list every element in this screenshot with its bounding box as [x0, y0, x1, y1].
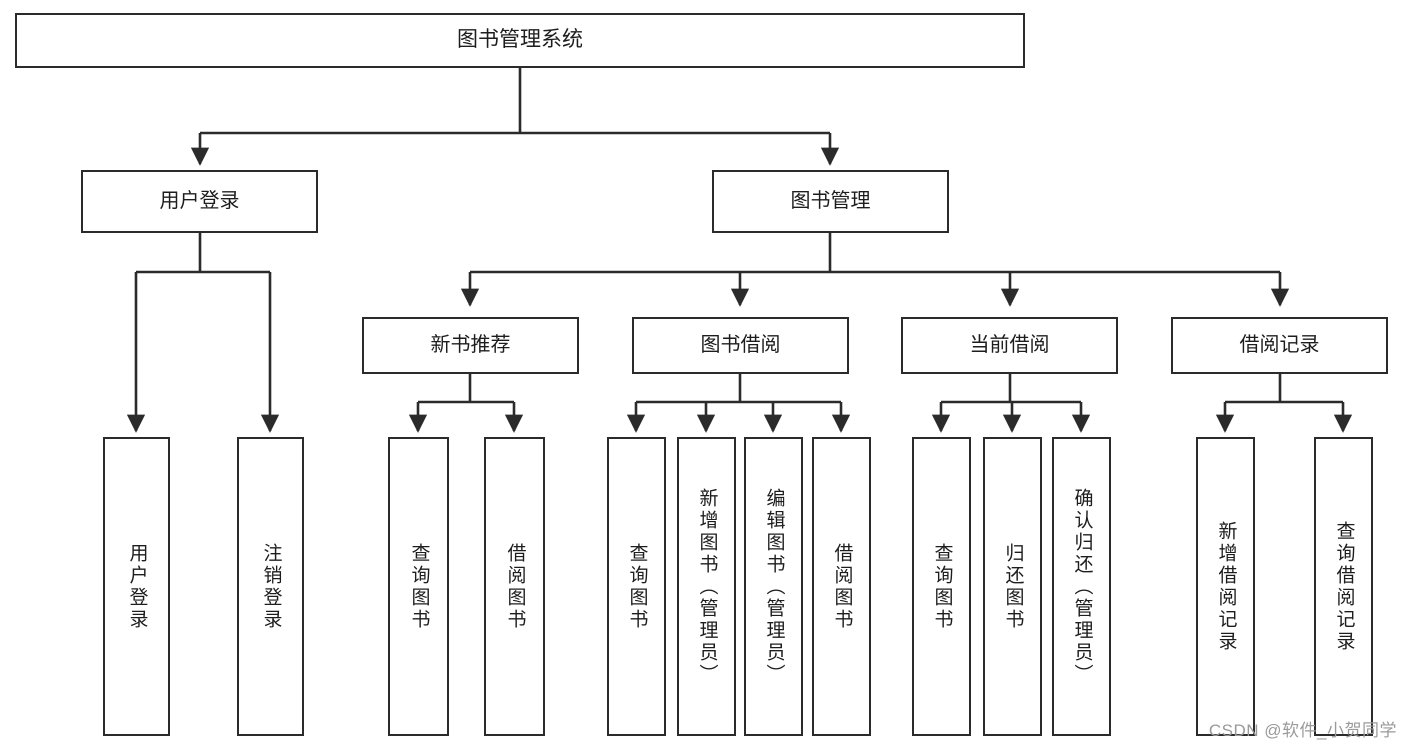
node-branch-user-login[interactable]: 用户登录 [81, 170, 318, 233]
node-leaf-query-book-3[interactable]: 查询图书 [912, 437, 971, 736]
node-branch-label: 用户登录 [159, 189, 240, 212]
node-leaf-query-borrow-record[interactable]: 查询借阅记录 [1314, 437, 1373, 736]
node-leaf-add-book-admin[interactable]: 新增图书（管理员） [677, 437, 736, 736]
node-leaf-label: 新增借阅记录 [1215, 520, 1237, 653]
csdn-watermark: CSDN @软件_小贺同学 [1208, 721, 1397, 740]
node-leaf-label: 用户登录 [126, 542, 148, 631]
node-subbranch-label: 图书借阅 [700, 333, 781, 356]
node-root-label: 图书管理系统 [457, 28, 583, 52]
node-subbranch-book-borrow[interactable]: 图书借阅 [632, 317, 849, 374]
node-leaf-label: 注销登录 [260, 542, 282, 631]
node-branch-book-manage[interactable]: 图书管理 [712, 170, 949, 233]
node-subbranch-label: 新书推荐 [430, 333, 511, 356]
node-subbranch-label: 借阅记录 [1239, 333, 1320, 356]
node-leaf-add-borrow-record[interactable]: 新增借阅记录 [1196, 437, 1255, 736]
node-root-system[interactable]: 图书管理系统 [15, 13, 1025, 68]
node-leaf-label: 编辑图书（管理员） [763, 487, 785, 686]
node-leaf-borrow-book-2[interactable]: 借阅图书 [812, 437, 871, 736]
node-subbranch-borrow-record[interactable]: 借阅记录 [1171, 317, 1388, 374]
node-leaf-return-book[interactable]: 归还图书 [983, 437, 1042, 736]
node-subbranch-current-borrow[interactable]: 当前借阅 [901, 317, 1118, 374]
node-leaf-query-book-1[interactable]: 查询图书 [388, 437, 449, 736]
node-leaf-logout-login[interactable]: 注销登录 [237, 437, 304, 736]
node-leaf-edit-book-admin[interactable]: 编辑图书（管理员） [744, 437, 803, 736]
node-leaf-label: 查询图书 [626, 542, 648, 631]
node-subbranch-label: 当前借阅 [969, 333, 1050, 356]
node-leaf-label: 查询借阅记录 [1333, 520, 1355, 653]
node-leaf-label: 查询图书 [408, 542, 430, 631]
node-leaf-confirm-return-admin[interactable]: 确认归还（管理员） [1052, 437, 1111, 736]
node-leaf-label: 确认归还（管理员） [1071, 487, 1093, 686]
node-leaf-label: 归还图书 [1002, 542, 1024, 631]
node-subbranch-new-book-recommend[interactable]: 新书推荐 [362, 317, 579, 374]
node-leaf-query-book-2[interactable]: 查询图书 [607, 437, 666, 736]
node-leaf-label: 查询图书 [931, 542, 953, 631]
node-leaf-label: 新增图书（管理员） [696, 487, 718, 686]
node-leaf-borrow-book-1[interactable]: 借阅图书 [484, 437, 545, 736]
node-leaf-label: 借阅图书 [504, 542, 526, 631]
node-leaf-user-login[interactable]: 用户登录 [103, 437, 170, 736]
node-branch-label: 图书管理 [790, 189, 871, 212]
node-leaf-label: 借阅图书 [831, 542, 853, 631]
